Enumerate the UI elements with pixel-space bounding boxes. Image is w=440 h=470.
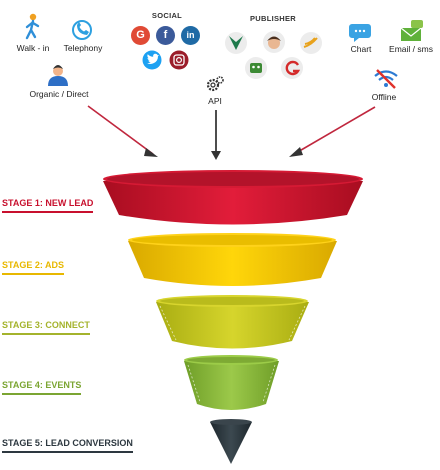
publisher-logo-face-icon [263, 31, 285, 53]
chart-chat-icon [349, 24, 371, 42]
chart-label: Chart [350, 44, 372, 54]
email-sms-label: Email / sms [389, 44, 433, 54]
stage-3-label: STAGE 3: CONNECT [2, 320, 90, 335]
instagram-icon [169, 50, 189, 70]
arrow-right [295, 106, 376, 154]
publisher-logo-g-icon [281, 57, 303, 79]
publisher-logo-swirl-icon [300, 32, 322, 54]
funnel-tier-connect [156, 295, 309, 349]
funnel-tier-ads [128, 233, 337, 286]
offline-wifi-icon [374, 69, 398, 89]
facebook-icon: f [156, 26, 175, 45]
funnel-tier-new-lead [103, 170, 363, 225]
walk-in-icon [25, 13, 40, 40]
stage-4-label: STAGE 4: EVENTS [2, 380, 82, 395]
funnel-tier-events [184, 355, 279, 410]
arrow-left [87, 105, 154, 155]
social-group-label: SOCIAL [151, 11, 183, 20]
offline-label: Offline [371, 92, 397, 102]
telephony-icon [72, 20, 92, 40]
google-icon: G [131, 26, 150, 45]
organic-direct-icon [48, 65, 68, 86]
publisher-logo-green-icon [225, 32, 247, 54]
email-sms-icon [400, 20, 423, 41]
walk-in-label: Walk - in [16, 43, 50, 53]
stage-5-label: STAGE 5: LEAD CONVERSION [2, 438, 133, 453]
linkedin-icon: in [181, 26, 200, 45]
api-gear-icon [206, 76, 224, 92]
publisher-logo-robot-icon [245, 57, 267, 79]
stage-2-label: STAGE 2: ADS [2, 260, 65, 275]
stage-1-label: STAGE 1: NEW LEAD [2, 198, 94, 213]
twitter-bird-icon [142, 50, 162, 70]
organic-direct-label: Organic / Direct [29, 89, 89, 99]
telephony-label: Telephony [63, 43, 103, 53]
publisher-group-label: PUBLISHER [249, 14, 297, 23]
funnel-tier-lead-conversion [210, 419, 252, 464]
api-label: API [208, 96, 222, 106]
